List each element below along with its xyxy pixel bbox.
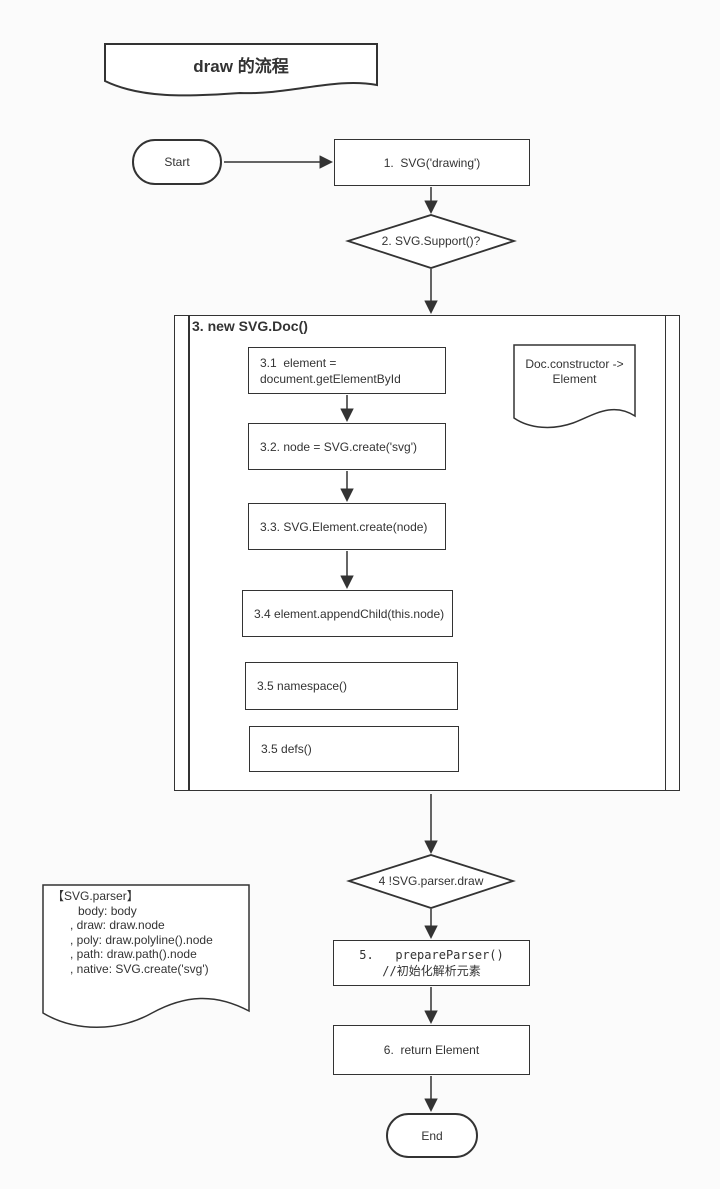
step5-line1: 5. prepareParser() xyxy=(359,948,504,962)
step3-5-namespace-node: 3.5 namespace() xyxy=(245,662,458,710)
step6-node: 6. return Element xyxy=(333,1025,530,1075)
diagram-title: draw 的流程 xyxy=(193,57,289,76)
parser-note-line: , path: draw.path().node xyxy=(70,947,197,961)
decision2-label: 2. SVG.Support()? xyxy=(381,234,481,248)
doc-note-label: Doc.constructor -> Element xyxy=(513,357,636,387)
step3-1-line1: 3.1 element = xyxy=(260,355,337,370)
step3-1-line2: document.getElementById xyxy=(260,371,401,386)
doc-note-line2: Element xyxy=(552,372,597,386)
step3-5-defs-node: 3.5 defs() xyxy=(249,726,459,772)
step3-4-node: 3.4 element.appendChild(this.node) xyxy=(242,590,453,637)
parser-note-line: , poly: draw.polyline().node xyxy=(70,932,213,947)
step5-line2: //初始化解析元素 xyxy=(382,964,481,978)
parser-note: 【SVG.parser】 body: body , draw: draw.nod… xyxy=(42,889,250,976)
doc-note-line1: Doc.constructor -> xyxy=(525,357,624,371)
parser-note-line: , native: SVG.create('svg') xyxy=(70,961,209,976)
parser-note-title: 【SVG.parser】 xyxy=(52,889,139,903)
container-title: 3. new SVG.Doc() xyxy=(192,318,308,334)
parser-note-line: body: body xyxy=(78,903,137,918)
decision4-label: 4 !SVG.parser.draw xyxy=(378,874,484,888)
step3-1-node: 3.1 element = document.getElementById xyxy=(248,347,446,394)
container-double-line-right xyxy=(664,316,666,790)
step1-node: 1. SVG('drawing') xyxy=(334,139,530,186)
step3-2-node: 3.2. node = SVG.create('svg') xyxy=(248,423,446,470)
end-node: End xyxy=(386,1113,478,1158)
container-double-line-left xyxy=(188,316,190,790)
parser-note-line: , draw: draw.node xyxy=(70,918,165,932)
step5-node: 5. prepareParser() //初始化解析元素 xyxy=(333,940,530,986)
start-node: Start xyxy=(132,139,222,185)
step3-3-node: 3.3. SVG.Element.create(node) xyxy=(248,503,446,550)
